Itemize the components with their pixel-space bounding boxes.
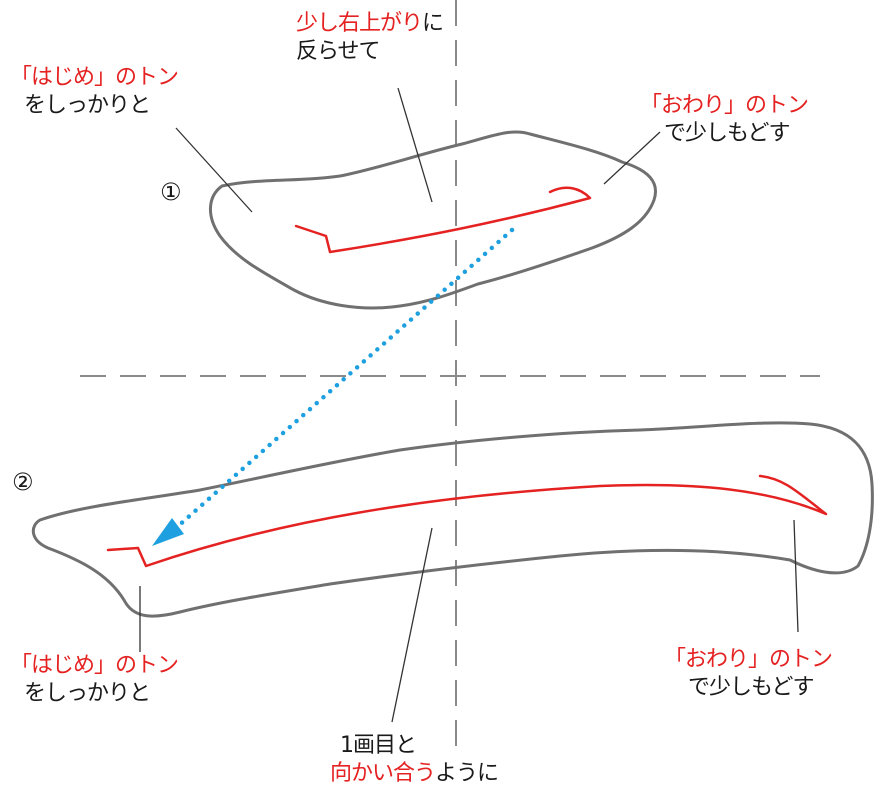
top-end-label: 「おわり」のトン で少しもどす [640, 92, 809, 148]
bottom-middle-black-text: ように [435, 761, 499, 786]
bottom-end-red-text: 「おわり」のトン [664, 647, 833, 672]
leader-top-middle [397, 87, 433, 203]
bottom-start-line2: をしっかりと [24, 681, 151, 706]
top-stroke-bend-label: 少し右上がりに 反らせて [296, 10, 444, 66]
leader-bottom-end [793, 519, 799, 633]
bottom-middle-red-text: 向かい合う [330, 761, 436, 786]
step-number-one: ① [160, 178, 182, 206]
stroke-one-outline [209, 130, 657, 310]
leader-bottom-middle [391, 527, 433, 723]
bottom-end-line2: で少しもどす [688, 675, 815, 700]
bottom-start-label: 「はじめ」のトン をしっかりと [10, 652, 179, 708]
arrow-head-icon [152, 518, 184, 546]
step-number-two: ② [12, 468, 34, 496]
bottom-middle-line1: 1画目と [340, 733, 417, 758]
stroke-one-red-line [294, 186, 592, 254]
top-start-red-text: 「はじめ」のトン [10, 65, 179, 90]
stroke-two-red-line [106, 474, 828, 568]
leader-top-end [603, 131, 661, 185]
bottom-start-red-text: 「はじめ」のトン [10, 653, 179, 678]
bottom-end-label: 「おわり」のトン で少しもどす [664, 646, 833, 702]
connection-dotted-arrow [173, 227, 515, 531]
top-start-label: 「はじめ」のトン をしっかりと [10, 64, 179, 120]
bottom-middle-label: 1画目と 向かい合うように [330, 732, 499, 788]
top-bend-black-text: に [422, 11, 444, 36]
top-bend-red-text: 少し右上がり [296, 11, 423, 36]
leader-top-start [175, 127, 253, 213]
top-bend-line2: 反らせて [296, 39, 381, 64]
top-start-line2: をしっかりと [24, 93, 151, 118]
stroke-two-outline [31, 421, 874, 618]
top-end-line2: で少しもどす [664, 121, 791, 146]
top-end-red-text: 「おわり」のトン [640, 93, 809, 118]
